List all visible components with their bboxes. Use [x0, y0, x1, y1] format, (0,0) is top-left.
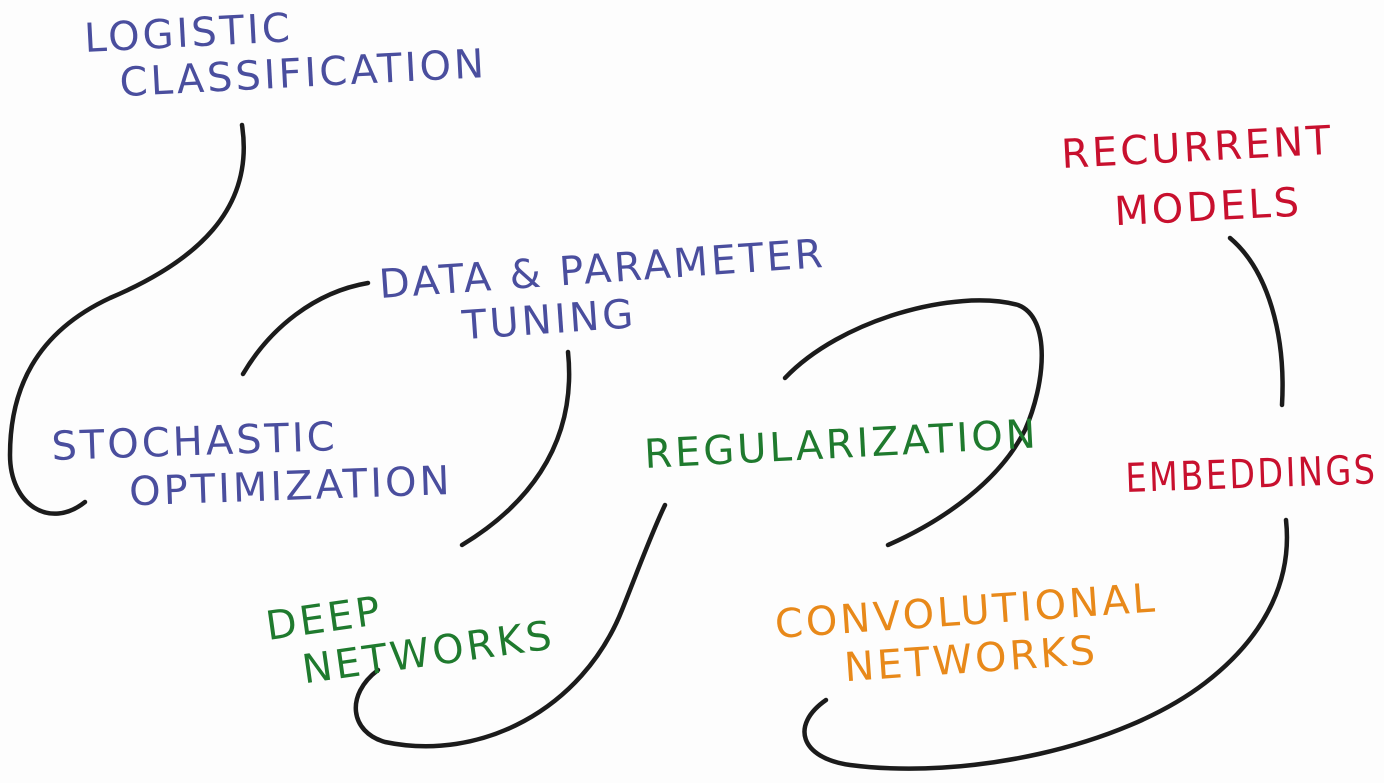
- node-embeddings: EMBEDDINGS: [1125, 447, 1378, 502]
- node-regularization: REGULARIZATION: [643, 411, 1040, 478]
- connector-deep-networks-to-regularization: [353, 502, 668, 749]
- connector-embeddings-to-recurrent: [1227, 235, 1285, 408]
- node-stochastic-optimization: STOCHASTIC OPTIMIZATION: [51, 410, 453, 518]
- node-convolutional-networks: CONVOLUTIONAL NETWORKS: [773, 574, 1178, 696]
- connector-stochastic-to-data-tuning: [240, 280, 371, 377]
- connector-regularization-to-convolutional: [782, 298, 1044, 548]
- node-recurrent-models: RECURRENT MODELS: [1060, 117, 1353, 238]
- node-logistic-classification: LOGISTIC CLASSIFICATION: [83, 0, 488, 108]
- connector-logistic-to-stochastic: [7, 122, 246, 516]
- node-deep-networks: DEEP NETWORKS: [263, 565, 557, 698]
- connector-convolutional-to-embeddings: [802, 517, 1290, 771]
- connector-data-tuning-to-deep-networks: [459, 349, 572, 548]
- node-data-parameter-tuning: DATA & PARAMETER TUNING: [377, 230, 845, 355]
